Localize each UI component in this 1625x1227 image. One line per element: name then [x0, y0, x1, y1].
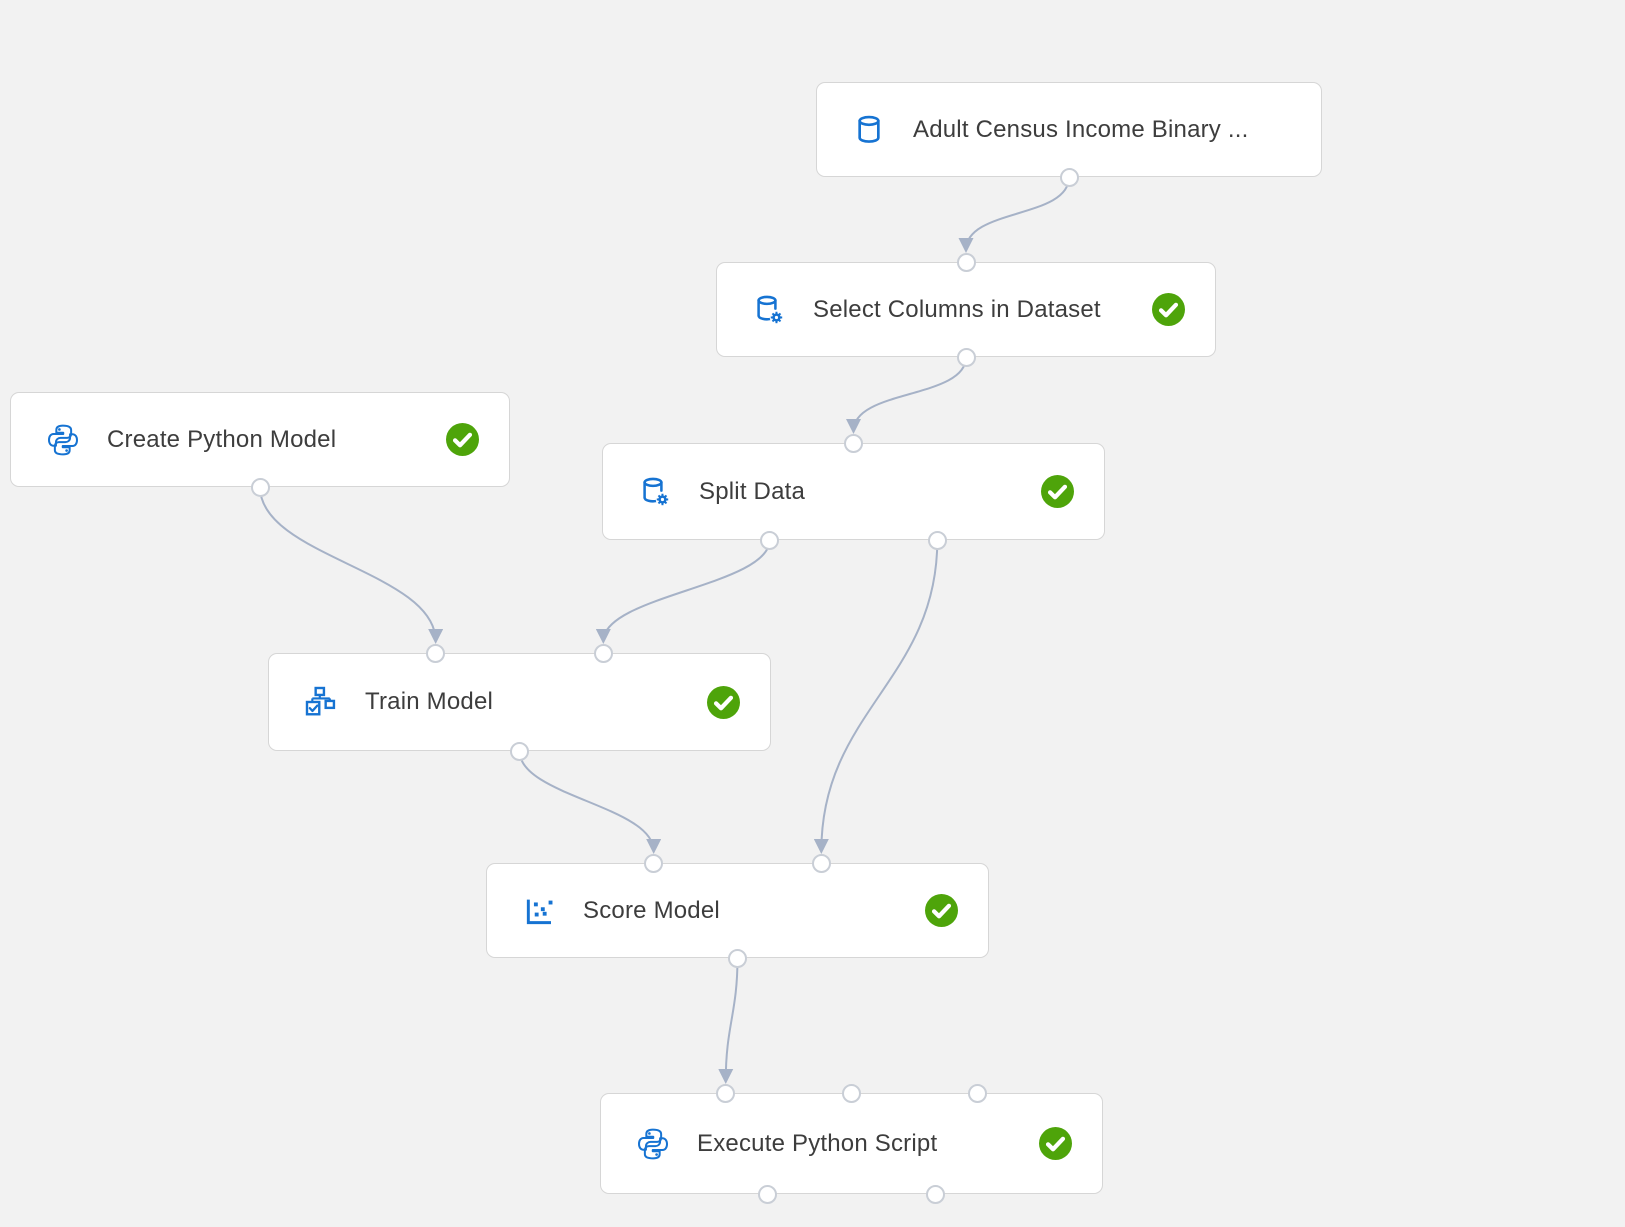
status-completed-icon — [446, 423, 479, 456]
output-port-train-model-0[interactable] — [510, 741, 529, 761]
output-port-execute-python-script-0[interactable] — [758, 1184, 778, 1204]
status-completed-icon — [1041, 475, 1074, 508]
input-port-train-model-0[interactable] — [426, 643, 446, 663]
output-port-create-python-model-0[interactable] — [250, 477, 270, 497]
module-label: Create Python Model — [107, 425, 337, 453]
module-label: Select Columns in Dataset — [813, 295, 1101, 323]
database-gear-icon — [753, 294, 785, 326]
input-port-execute-python-script-0[interactable] — [716, 1083, 736, 1103]
status-completed-icon — [707, 685, 740, 719]
output-port-execute-python-script-1[interactable] — [925, 1184, 945, 1204]
module-node-dataset[interactable]: Adult Census Income Binary ... — [816, 82, 1322, 177]
database-gear-icon — [639, 476, 671, 508]
status-completed-icon — [925, 894, 958, 927]
module-label: Score Model — [583, 896, 720, 924]
python-icon — [47, 424, 79, 456]
connector-select-columns-to-split-data[interactable] — [846, 356, 967, 434]
module-node-train-model[interactable]: Train Model — [268, 653, 771, 751]
train-model-icon — [305, 686, 337, 718]
input-port-score-model-0[interactable] — [644, 853, 664, 873]
module-node-split-data[interactable]: Split Data — [602, 443, 1105, 540]
input-port-execute-python-script-2[interactable] — [967, 1083, 987, 1103]
module-node-create-python-model[interactable]: Create Python Model — [10, 392, 510, 487]
input-port-train-model-1[interactable] — [593, 643, 613, 663]
module-label: Execute Python Script — [697, 1129, 938, 1157]
connector-create-python-model-to-train-model[interactable] — [259, 486, 444, 644]
input-port-score-model-1[interactable] — [811, 853, 831, 873]
output-port-dataset-0[interactable] — [1059, 167, 1079, 187]
python-icon — [637, 1128, 669, 1160]
status-completed-icon — [1152, 293, 1185, 326]
status-completed-icon — [1039, 1127, 1072, 1160]
connector-split-data-to-train-model[interactable] — [595, 539, 771, 644]
output-port-select-columns-0[interactable] — [956, 347, 976, 367]
scatter-plot-icon — [523, 895, 555, 927]
module-node-select-columns[interactable]: Select Columns in Dataset — [716, 262, 1216, 357]
database-icon — [853, 114, 885, 146]
connector-score-model-to-execute-python-script[interactable] — [718, 957, 739, 1084]
input-port-select-columns-0[interactable] — [956, 252, 976, 272]
connector-dataset-to-select-columns[interactable] — [958, 176, 1070, 253]
input-port-execute-python-script-1[interactable] — [842, 1083, 861, 1103]
module-label: Adult Census Income Binary ... — [913, 115, 1249, 143]
connector-split-data-to-score-model[interactable] — [813, 539, 939, 854]
output-port-split-data-0[interactable] — [760, 530, 780, 550]
module-node-execute-python-script[interactable]: Execute Python Script — [600, 1093, 1103, 1194]
output-port-score-model-0[interactable] — [728, 948, 747, 968]
module-label: Split Data — [699, 477, 806, 505]
output-port-split-data-1[interactable] — [927, 530, 947, 550]
module-node-score-model[interactable]: Score Model — [486, 863, 989, 958]
module-label: Train Model — [365, 688, 494, 715]
input-port-split-data-0[interactable] — [844, 433, 863, 453]
connector-train-model-to-score-model[interactable] — [518, 750, 662, 854]
